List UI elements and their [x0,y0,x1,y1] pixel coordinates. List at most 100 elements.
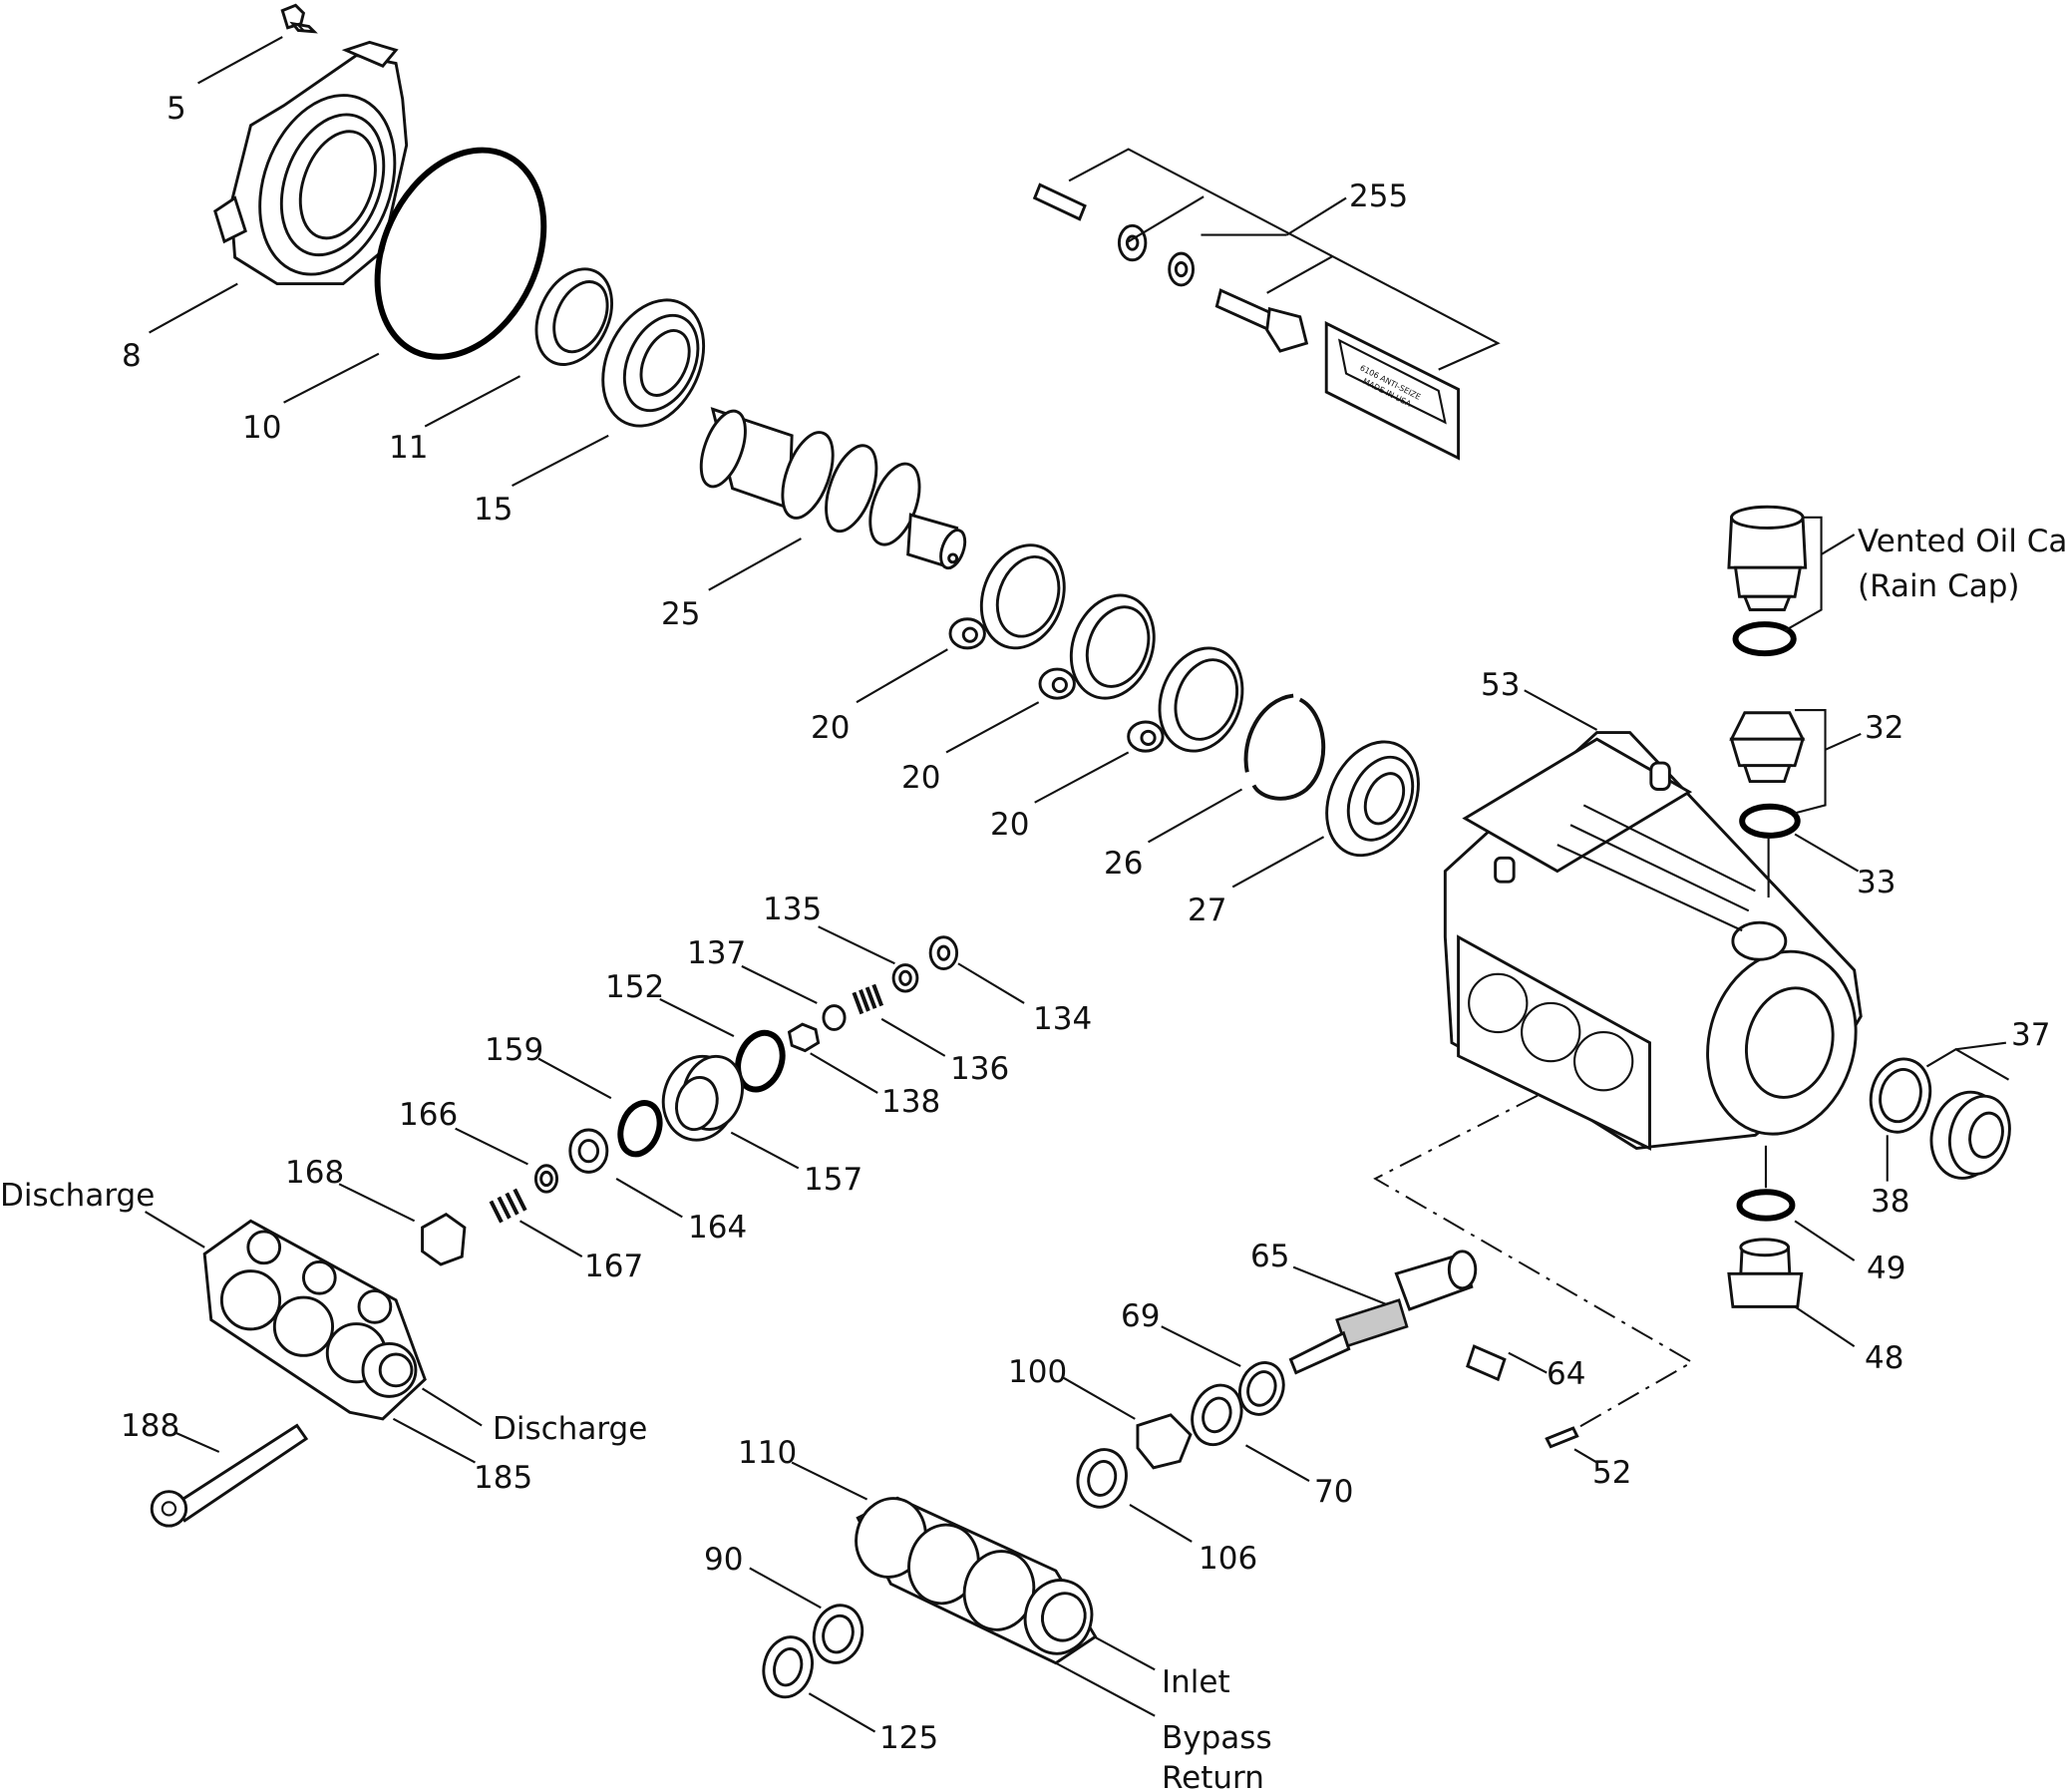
callout-70: 70 [1314,1474,1353,1510]
seal-106-part [1076,1448,1128,1509]
callout-33: 33 [1857,865,1896,900]
callout-185: 185 [474,1460,532,1496]
o-ring-152-part [735,1029,786,1093]
bearing-27-part [1325,740,1420,858]
retaining-ring-26-part [1243,693,1326,801]
decal-255-part: 6106 ANTI-SEIZE MADE IN USA [1324,320,1461,461]
key-255-part [1032,182,1087,221]
washer-69-part [1238,1361,1285,1416]
manifold-110-part [855,1496,1098,1665]
gasket-38-part [1869,1057,1932,1134]
callout-38: 38 [1871,1184,1909,1220]
oil-seal-11-part [534,267,613,366]
leader-lines [145,36,2010,1733]
manifold-185-part [202,1219,427,1421]
callout-90: 90 [704,1542,743,1578]
callout-188: 188 [121,1408,179,1444]
callout-27: 27 [1188,893,1226,928]
callout-136: 136 [950,1051,1009,1087]
callout-25: 25 [661,596,700,632]
callout-167: 167 [584,1249,643,1284]
pin-64-part [1466,1344,1507,1382]
callout-labels: 5 8 10 11 15 25 20 20 20 26 27 255 53 32… [0,91,2068,1792]
label-bypass: Bypass [1162,1720,1272,1756]
callout-69: 69 [1121,1298,1160,1334]
label-return: Return [1162,1760,1264,1792]
callout-15: 15 [474,492,513,528]
bolt-188-part [150,1423,309,1528]
callout-48: 48 [1865,1340,1903,1376]
callout-53: 53 [1481,667,1520,703]
connecting-rod-20c-part [1127,646,1244,753]
retainer-100-part [1136,1413,1193,1470]
callout-168: 168 [285,1155,344,1191]
callout-137: 137 [687,935,746,971]
bushing-90-part [812,1604,864,1664]
valve-138-part [787,1022,821,1053]
label-discharge-top: Discharge [0,1178,155,1214]
callout-37: 37 [2011,1017,2050,1053]
washer-255-part [1117,223,1195,287]
crankshaft-25-part [699,407,967,570]
washer-137-part [822,1004,847,1031]
bearing-15-part [601,298,706,428]
callout-159: 159 [485,1032,543,1068]
label-vented-oil-cap: Vented Oil Cap [1858,524,2068,559]
plug-37-part [1929,1090,2011,1180]
callout-10: 10 [242,410,281,446]
o-ring-vent-part [1732,621,1797,657]
callout-20b: 20 [901,760,940,796]
label-discharge-bottom: Discharge [493,1411,647,1447]
callout-138: 138 [881,1084,940,1120]
valve-168-part [421,1212,467,1266]
callout-65: 65 [1250,1239,1289,1274]
callout-26: 26 [1104,846,1143,882]
connecting-rod-20b-part [1038,593,1156,700]
callout-20c: 20 [990,807,1029,843]
pin-52-part [1545,1426,1579,1449]
retainer-135-part [891,963,919,993]
callout-64: 64 [1547,1356,1585,1392]
oil-cap-32-part [1729,711,1806,784]
spring-136-part [852,983,884,1015]
crankcase-53-part [1443,731,1863,1151]
callout-8: 8 [122,338,142,374]
callout-5: 5 [167,91,186,127]
screw-5-part [280,3,318,34]
vented-oil-cap-part [1727,505,1808,611]
bolt-255-part [1214,288,1309,353]
callout-135: 135 [763,892,822,927]
seat-164-part [568,1128,609,1174]
callout-164: 164 [688,1210,747,1246]
o-ring-33-part [1739,803,1801,839]
callout-134: 134 [1033,1001,1092,1037]
seal-70-part [1191,1383,1243,1447]
washer-166-part [533,1164,559,1194]
drain-plug-48-part [1727,1238,1804,1308]
callout-255: 255 [1349,179,1408,214]
bearing-cover-8-part [213,40,409,286]
seal-retainer-157-part [661,1054,744,1142]
callout-166: 166 [399,1097,458,1133]
callout-152: 152 [605,969,664,1005]
callout-125: 125 [879,1720,938,1756]
o-ring-49-part [1736,1189,1796,1222]
callout-49: 49 [1867,1251,1905,1286]
plunger-65-part [1288,1250,1478,1375]
washer-134-part [928,935,959,970]
label-inlet: Inlet [1162,1664,1230,1700]
o-ring-159-part [617,1100,663,1158]
callout-110: 110 [738,1435,797,1471]
label-rain-cap: (Rain Cap) [1858,568,2019,604]
o-ring-10-part [374,147,547,360]
callout-20a: 20 [811,710,850,746]
callout-157: 157 [804,1162,862,1198]
callout-100: 100 [1008,1354,1067,1390]
callout-32: 32 [1865,710,1903,746]
connecting-rod-20a-part [948,543,1066,650]
callout-106: 106 [1199,1541,1257,1577]
seal-125-part [762,1635,814,1699]
callout-52: 52 [1592,1455,1631,1491]
callout-11: 11 [389,430,428,466]
